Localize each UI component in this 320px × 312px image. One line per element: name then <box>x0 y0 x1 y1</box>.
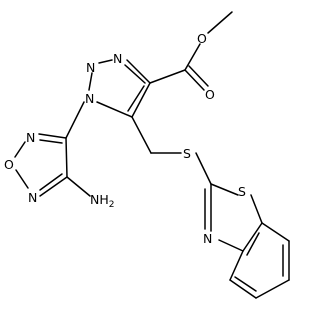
atom-n-furazan-lower: N <box>28 190 37 205</box>
bond-o-carbonyl-c <box>184 43 201 71</box>
bond-n3-n2 <box>98 59 113 64</box>
bond-s1-c7a <box>250 194 263 224</box>
bond-c5-c4-inner <box>127 85 145 112</box>
bond-n-lower-c4 <box>39 176 68 197</box>
bond-carbonyl-double-2 <box>188 65 209 87</box>
bond-c3-n-upper-inner <box>39 139 63 144</box>
bond-n1-c5 <box>96 101 133 118</box>
bond-n2-n1 <box>88 72 93 91</box>
bond-carbonyl-double-1 <box>184 69 205 91</box>
atom-n-triazole-top: N <box>113 51 122 66</box>
bond-c5-c4b <box>229 279 257 299</box>
bond-c4-nh2 <box>66 176 91 197</box>
bond-c7a-c3a <box>242 222 263 252</box>
bond-s-c2 <box>195 152 212 185</box>
bond-c5-ch2 <box>131 116 152 154</box>
bond-o-n-lower <box>15 169 29 189</box>
bond-c5-c4b-inner <box>234 276 257 292</box>
bond-c3-n-upper <box>38 133 67 139</box>
bond-c5-c4 <box>131 82 151 118</box>
atom-s-thiazole: S <box>238 184 246 199</box>
atom-n-triazole-mid: N <box>86 60 95 75</box>
chemical-structure: O O N N N N O N NH2 S S N <box>4 11 290 299</box>
bond-c3a-c7a-inner <box>246 232 260 256</box>
bond-c4-n3 <box>126 59 151 84</box>
bond-c4-n3-inner <box>124 64 146 84</box>
atom-n-thiazole: N <box>203 231 212 246</box>
bond-c4b-c3a <box>229 250 244 281</box>
atom-nh2-main: NH <box>90 192 109 207</box>
atom-nh2: NH2 <box>90 192 114 210</box>
bond-c2-s1 <box>210 183 239 196</box>
bond-n-upper-o <box>14 141 26 158</box>
bond-c3a-n3 <box>218 239 244 252</box>
bond-n-lower-c4-inner <box>39 173 63 191</box>
bond-carbonyl-c4 <box>149 69 186 84</box>
atom-n-triazole-1: N <box>85 91 94 106</box>
bond-n1-furazan-c3 <box>65 101 85 139</box>
atom-o-ether: O <box>197 31 207 46</box>
atom-n-furazan-upper: N <box>26 130 35 145</box>
bond-c7a-c7 <box>261 222 290 242</box>
atom-nh2-subscript: 2 <box>109 200 115 210</box>
atom-o-furazan: O <box>4 157 14 172</box>
bond-methyl-o <box>207 11 233 34</box>
atom-o-carbonyl: O <box>205 87 215 102</box>
atom-s-thioether: S <box>183 146 191 161</box>
bond-c4-c3 <box>65 137 68 178</box>
bond-c6-c5 <box>255 279 290 299</box>
